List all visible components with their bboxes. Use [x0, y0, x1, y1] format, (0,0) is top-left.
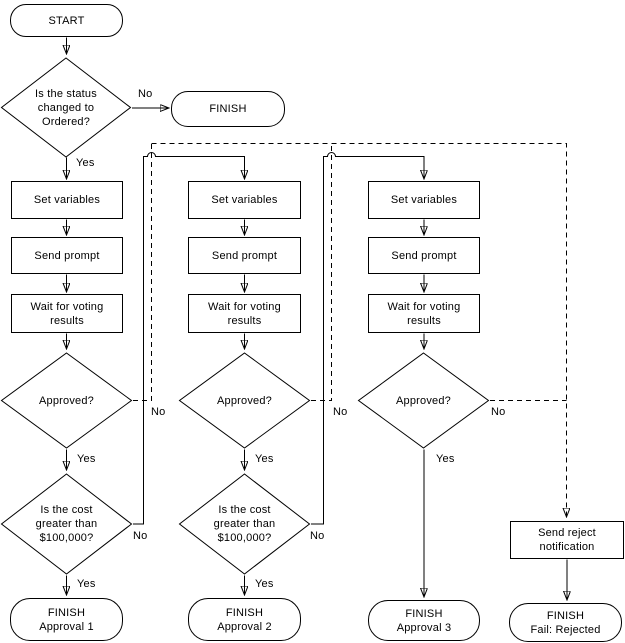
finish-top-label: FINISH	[209, 103, 247, 115]
edge-label-cost1-yes: Yes	[76, 578, 97, 591]
edge-label-cost1-no: No	[132, 530, 149, 543]
diamond-shape	[178, 473, 311, 575]
diamond-shape	[0, 57, 132, 158]
cost-text-2: Is the cost greater than $100,000?	[213, 504, 276, 544]
edge-label-cost2-no: No	[309, 530, 326, 543]
edge-label-approved2-no: No	[332, 406, 349, 419]
diamond-shape	[0, 352, 133, 449]
set-variables-box-1: Set variables	[11, 181, 123, 219]
edge-label-approved2-yes: Yes	[254, 453, 275, 466]
approved-decision-1: Approved?	[0, 352, 133, 449]
finish-approval-3-node: FINISH Approval 3	[368, 600, 480, 641]
cost-text-1: Is the cost greater than $100,000?	[35, 504, 98, 544]
edge-label-approved3-yes: Yes	[435, 453, 456, 466]
approved-decision-3: Approved?	[357, 352, 490, 449]
approved-decision-2: Approved?	[178, 352, 311, 449]
approved-text-1: Approved?	[38, 394, 94, 407]
finish-node-top: FINISH	[171, 91, 285, 127]
diamond-shape	[0, 473, 133, 575]
send-prompt-box-1: Send prompt	[11, 237, 123, 274]
edge-approved1-no-dashed	[133, 143, 152, 401]
wait-voting-box-1: Wait for voting results	[11, 294, 123, 333]
start-label: START	[48, 14, 85, 27]
diamond-shape	[357, 352, 490, 449]
edge-label-approved3-no: No	[490, 406, 507, 419]
wait-voting-box-2: Wait for voting results	[188, 294, 301, 333]
edge-label-approved1-yes: Yes	[76, 453, 97, 466]
set-variables-box-3: Set variables	[368, 181, 480, 219]
start-node: START	[10, 4, 123, 37]
cost-decision-1: Is the cost greater than $100,000?	[0, 473, 133, 575]
send-prompt-box-2: Send prompt	[188, 237, 301, 274]
edge-label-status-no: No	[137, 88, 154, 101]
status-decision-node: Is the status changed to Ordered?	[0, 57, 132, 158]
send-prompt-box-3: Send prompt	[368, 237, 480, 274]
edge-approved2-no-dashed	[311, 143, 332, 401]
wait-voting-box-3: Wait for voting results	[368, 294, 480, 333]
send-reject-notification-box: Send reject notification	[510, 521, 624, 559]
cost-decision-2: Is the cost greater than $100,000?	[178, 473, 311, 575]
status-decision-text: Is the status changed to Ordered?	[35, 87, 97, 128]
finish-approval-1-node: FINISH Approval 1	[10, 598, 123, 641]
diamond-shape	[178, 352, 311, 449]
approved-text-2: Approved?	[216, 394, 272, 407]
approved-text-3: Approved?	[395, 394, 451, 407]
finish-approval-2-node: FINISH Approval 2	[188, 598, 301, 641]
edge-label-approved1-no: No	[150, 406, 167, 419]
edge-label-status-yes: Yes	[75, 157, 96, 170]
edge-label-cost2-yes: Yes	[254, 578, 275, 591]
finish-fail-rejected-node: FINISH Fail: Rejected	[509, 603, 622, 642]
set-variables-box-2: Set variables	[188, 181, 301, 219]
